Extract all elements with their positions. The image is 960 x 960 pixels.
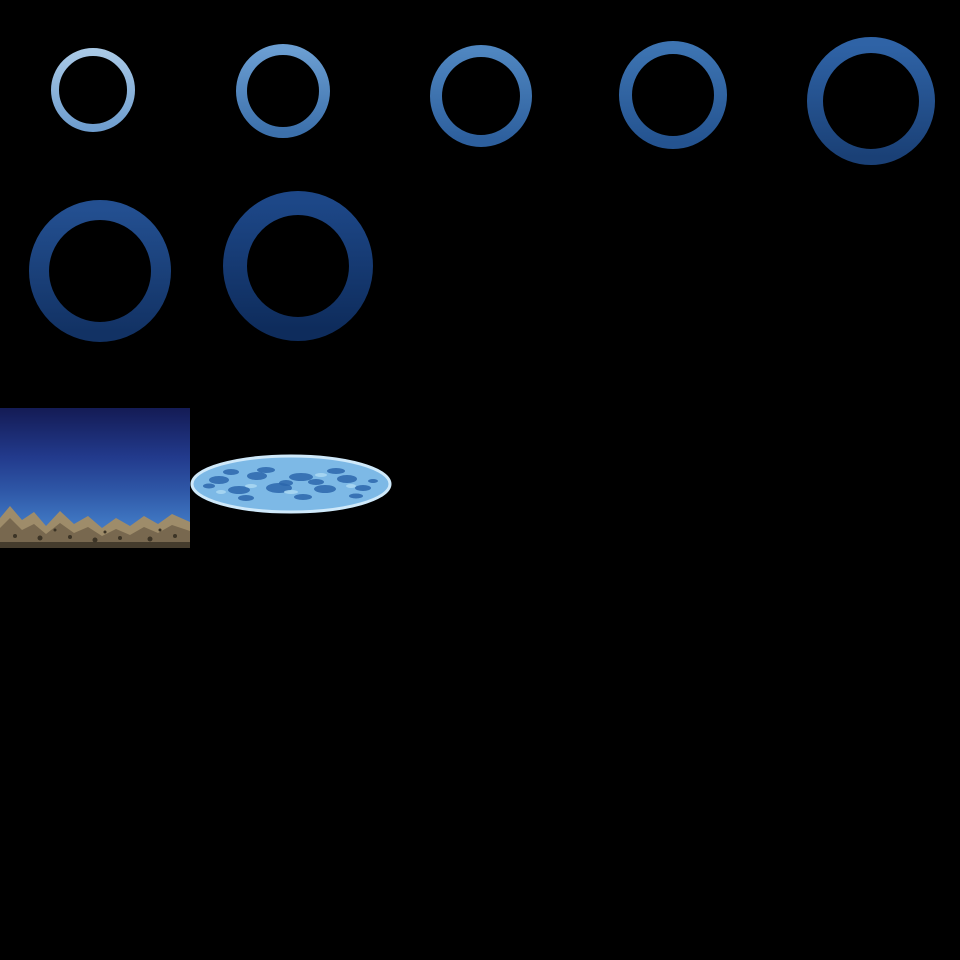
water-ripple-dark-spot: [349, 493, 363, 499]
water-ripple-light-spot: [284, 490, 298, 494]
ring-frame-5: [807, 37, 935, 165]
seabed-speckle: [103, 530, 107, 534]
water-ripple-dark-spot: [279, 480, 293, 486]
water-ripple-dark-spot: [257, 467, 275, 473]
seabed-speckle: [158, 528, 162, 532]
water-ripple-dark-spot: [228, 486, 250, 494]
water-ripple-dark-spot: [368, 479, 378, 483]
seabed-speckle: [118, 536, 122, 540]
seabed-speckle: [13, 534, 17, 538]
water-ripple-dark-spot: [337, 475, 357, 483]
water-ripple-dark-spot: [203, 483, 215, 489]
seabed-terrain-shadow: [0, 518, 190, 548]
seabed-bottom-strip: [0, 542, 190, 548]
water-ripple-dark-spot: [223, 469, 239, 475]
water-ripple-light-spot: [245, 484, 257, 488]
water-surface-ellipse: [190, 454, 392, 514]
water-ripple-dark-spot: [238, 495, 254, 501]
seabed-speckle: [68, 535, 72, 539]
water-ripple-dark-spot: [247, 472, 267, 480]
water-ripple-light-spot: [216, 490, 226, 494]
ring-frame-2: [236, 44, 330, 138]
seabed-speckle: [53, 528, 57, 532]
underwater-background-tile: [0, 408, 190, 548]
water-ripple-light-spot: [315, 473, 327, 477]
seabed-speckle: [37, 535, 43, 541]
water-ripple-dark-spot: [308, 479, 324, 485]
water-ripple-dark-spot: [289, 473, 313, 481]
water-ripple-dark-spot: [314, 485, 336, 493]
ring-frame-4: [619, 41, 727, 149]
ring-frame-7: [223, 191, 373, 341]
water-ripple-dark-spot: [355, 485, 371, 491]
water-ripple-dark-spot: [327, 468, 345, 474]
water-ripple-light-spot: [346, 484, 356, 488]
seabed-speckle: [92, 537, 98, 543]
ring-frame-1: [51, 48, 135, 132]
ring-frame-3: [430, 45, 532, 147]
water-ripple-dark-spot: [294, 494, 312, 500]
ring-frame-6: [29, 200, 171, 342]
seabed-speckle: [173, 534, 177, 538]
seabed-speckle: [147, 536, 153, 542]
water-ripple-dark-spot: [209, 476, 229, 484]
